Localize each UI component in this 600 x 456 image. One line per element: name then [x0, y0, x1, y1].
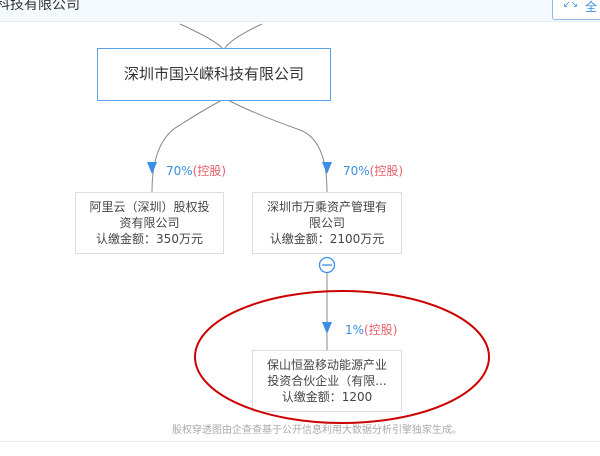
share-percent: 70%(控股)	[343, 164, 404, 178]
company-title: 科技有限公司	[0, 0, 80, 13]
company-node[interactable]: 深圳市万乘资产管理有 限公司 认缴金额：2100万元	[252, 192, 402, 254]
subscribed-amount: 认缴金额：2100万元	[269, 232, 385, 246]
connector-line	[227, 99, 328, 193]
company-name: 保山恒盈移动能源产业	[266, 358, 387, 372]
company-name: 资有限公司	[119, 216, 180, 230]
share-percent: 1%(控股)	[345, 323, 398, 337]
company-name: 深圳市万乘资产管理有	[266, 200, 387, 214]
expand-icon: ↙↘	[563, 0, 579, 10]
company-name: 投资合伙企业（有限...	[267, 374, 387, 388]
arrow-icon	[147, 162, 157, 174]
divider	[0, 441, 600, 442]
company-node[interactable]: 保山恒盈移动能源产业 投资合伙企业（有限... 认缴金额：1200	[252, 350, 402, 412]
connector-line	[179, 23, 223, 49]
connector-line	[224, 23, 263, 49]
subscribed-amount: 认缴金额：1200	[281, 390, 373, 404]
share-percent: 70%(控股)	[166, 164, 227, 178]
header-bar: 科技有限公司 ↙↘ 全	[0, 0, 600, 22]
footer-note: 股权穿透图由企查查基于公开信息利用大数据分析引擎独家生成。	[172, 425, 462, 436]
arrow-icon	[322, 162, 332, 174]
root-company-node[interactable]: 深圳市国兴嵘科技有限公司	[97, 48, 331, 101]
collapse-icon[interactable]	[318, 256, 336, 274]
arrow-icon	[322, 322, 332, 334]
company-node[interactable]: 阿里云（深圳）股权投 资有限公司 认缴金额：350万元	[75, 192, 224, 254]
subscribed-amount: 认缴金额：350万元	[96, 232, 203, 246]
fullscreen-button[interactable]: ↙↘ 全	[552, 0, 600, 20]
company-name: 限公司	[308, 216, 345, 230]
company-name: 阿里云（深圳）股权投	[89, 200, 210, 214]
